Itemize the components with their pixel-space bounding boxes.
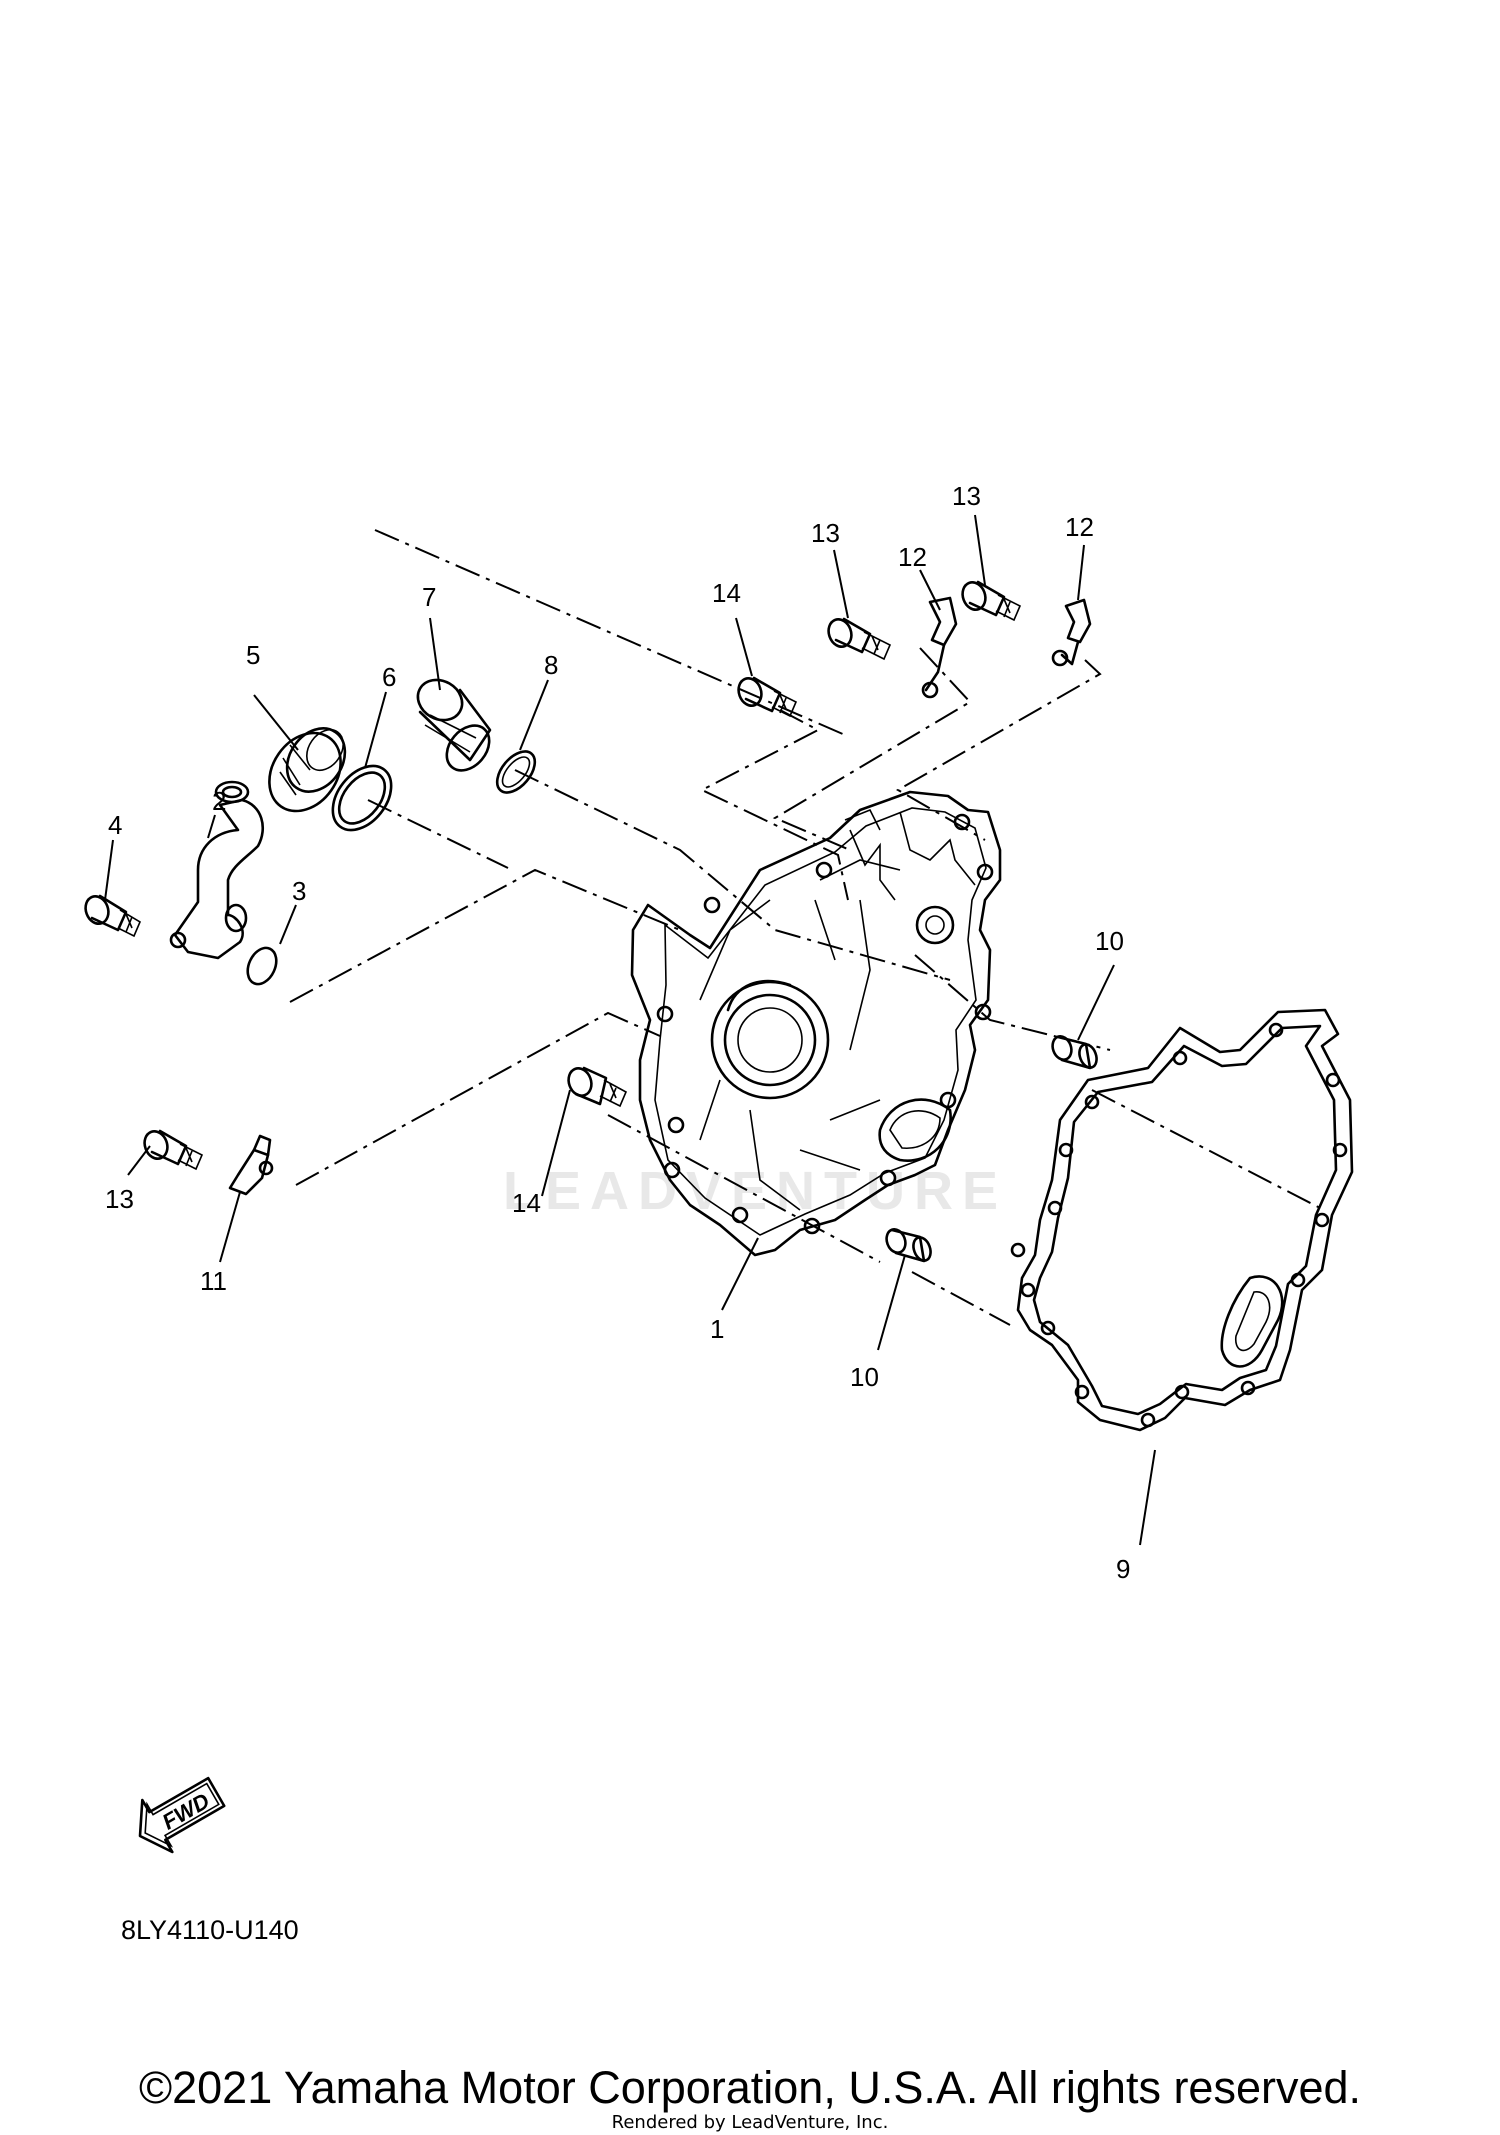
leader-lines <box>104 514 1156 1546</box>
callout-7: 7 <box>422 582 436 612</box>
callout-13-middle: 13 <box>811 518 840 548</box>
callout-9: 9 <box>1116 1554 1130 1584</box>
clamp-part-12-right <box>1051 598 1092 667</box>
callout-14-upper: 14 <box>712 578 741 608</box>
callout-2: 2 <box>212 786 226 816</box>
elbow-pipe-part-2 <box>169 780 265 960</box>
callout-10-lower: 10 <box>850 1362 879 1392</box>
bolt-part-13-left <box>143 1129 204 1171</box>
threaded-seal-part-5 <box>268 727 347 813</box>
bolt-part-4 <box>84 894 142 938</box>
diagram-code: 8LY4110-U140 <box>121 1915 299 1945</box>
callout-13-left: 13 <box>105 1184 134 1214</box>
crankcase-cover-part-1 <box>630 790 1002 1257</box>
callout-12-left: 12 <box>898 542 927 572</box>
o-ring-part-8 <box>495 750 537 794</box>
callout-labels: 1 2 3 4 5 6 7 8 9 10 10 11 12 12 13 13 1… <box>105 481 1130 1584</box>
callout-10-upper: 10 <box>1095 926 1124 956</box>
callout-5: 5 <box>246 640 260 670</box>
clamp-part-12-left <box>921 596 958 699</box>
bolt-part-13-middle <box>827 617 892 661</box>
clamp-part-11 <box>228 1134 274 1196</box>
small-o-ring-part-3 <box>246 946 278 986</box>
o-ring-part-6 <box>331 764 393 832</box>
copyright-notice: ©2021 Yamaha Motor Corporation, U.S.A. A… <box>138 2062 1362 2113</box>
gasket-part-9 <box>1010 1008 1354 1432</box>
callout-4: 4 <box>108 810 122 840</box>
bolt-part-14-upper <box>737 676 798 718</box>
plug-part-7 <box>416 678 492 772</box>
callout-8: 8 <box>544 650 558 680</box>
fwd-arrow-icon: FWD <box>138 1776 226 1854</box>
callout-1: 1 <box>710 1314 724 1344</box>
callout-14-lower: 14 <box>512 1188 541 1218</box>
callout-3: 3 <box>292 876 306 906</box>
rendered-by-credit: Rendered by LeadVenture, Inc. <box>611 2112 889 2133</box>
bolt-part-13-right <box>961 580 1022 622</box>
leadventure-watermark: LEADVENTURE <box>502 1161 1008 1221</box>
callout-11: 11 <box>200 1266 227 1296</box>
callout-12-right: 12 <box>1065 512 1094 542</box>
bolt-part-14-lower <box>567 1066 628 1108</box>
alignment-lines <box>289 529 1321 1326</box>
dowel-pin-part-10-upper <box>1051 1035 1098 1070</box>
callout-6: 6 <box>382 662 396 692</box>
dowel-pin-part-10-lower <box>885 1228 932 1263</box>
callout-13-right: 13 <box>952 481 981 511</box>
